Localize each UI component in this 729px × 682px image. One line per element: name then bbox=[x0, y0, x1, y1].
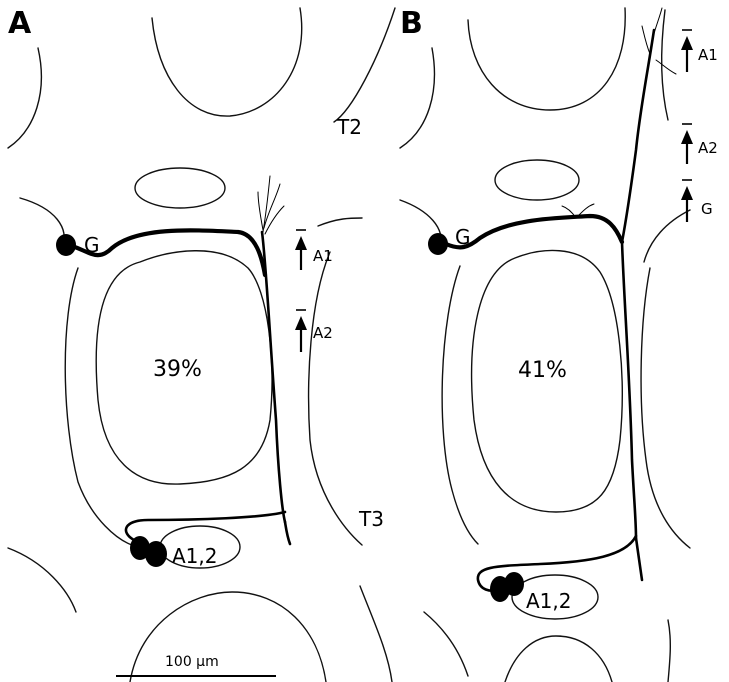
panel-a-branch-3 bbox=[258, 192, 263, 230]
panel-a-segment-t2: T2 bbox=[336, 115, 362, 139]
scale-bar: 100 µm bbox=[116, 654, 276, 676]
panel-b-g-label: G bbox=[455, 225, 471, 249]
panel-b-percent: 41% bbox=[518, 358, 567, 383]
panel-b-outline-top-left bbox=[400, 48, 434, 148]
panel-b-ascending-axon bbox=[622, 30, 654, 242]
panel-a-connective-oval bbox=[135, 168, 225, 208]
panel-a-segment-t3: T3 bbox=[358, 507, 384, 531]
panel-b-marker-g: G bbox=[681, 180, 713, 222]
panel-b-marker-g-label: G bbox=[701, 200, 713, 218]
panel-a-g-axon bbox=[72, 230, 265, 275]
panel-a-marker-a1: A1 bbox=[295, 230, 333, 270]
panel-a-outline-right-middle bbox=[309, 252, 362, 545]
panel-a-central-axon bbox=[262, 232, 285, 522]
panel-b-marker-a1-label: A1 bbox=[698, 46, 718, 64]
panel-a-outline-bottom-center bbox=[130, 592, 326, 682]
panel-b-outline-right-middle bbox=[641, 268, 690, 548]
panel-a-axon-tail bbox=[285, 522, 290, 544]
panel-b-soma-a2 bbox=[504, 572, 524, 596]
panel-b: B G A1,2 41% bbox=[400, 6, 718, 682]
panel-a-a12-label: A1,2 bbox=[172, 544, 218, 568]
scale-bar-label: 100 µm bbox=[165, 654, 219, 670]
panel-b-soma-g bbox=[428, 233, 448, 255]
panel-b-branch-1 bbox=[652, 8, 662, 40]
panel-a-outline-top-right bbox=[334, 8, 395, 122]
panel-a-outline-top-center bbox=[152, 8, 302, 116]
panel-a-branch-1 bbox=[263, 176, 270, 232]
panel-a-soma-g bbox=[56, 234, 76, 256]
panel-b-outline-bottom-right bbox=[668, 620, 670, 682]
panel-b-outline-bottom-center bbox=[505, 636, 612, 682]
panel-b-outline-right-upper bbox=[644, 210, 690, 262]
panel-b-axon-tail bbox=[636, 538, 642, 580]
panel-a: A G A1,2 39% T2 T3 bbox=[8, 6, 395, 682]
panel-b-outline-bottom-left bbox=[424, 612, 468, 676]
panel-b-branch-2 bbox=[642, 26, 650, 54]
panel-b-letter: B bbox=[400, 6, 423, 41]
panel-b-a12-label: A1,2 bbox=[526, 589, 572, 613]
panel-b-central-axon bbox=[622, 242, 636, 538]
panel-b-marker-a2-label: A2 bbox=[698, 139, 718, 157]
panel-a-outline-bottom-left bbox=[8, 548, 76, 612]
panel-a-g-label: G bbox=[84, 233, 100, 257]
panel-a-marker-a2-label: A2 bbox=[313, 324, 333, 342]
panel-a-branch-4 bbox=[265, 206, 284, 234]
panel-a-percent: 39% bbox=[153, 357, 202, 382]
panel-b-marker-a2: A2 bbox=[681, 124, 718, 164]
panel-b-g-axon bbox=[446, 216, 622, 247]
panel-a-soma-a2 bbox=[145, 541, 167, 567]
panel-a-outline-right-upper bbox=[318, 218, 362, 226]
panel-b-connective-oval bbox=[495, 160, 579, 200]
panel-a-outline-bottom-right bbox=[360, 586, 392, 682]
panel-a-letter: A bbox=[8, 6, 32, 41]
panel-b-branch-3 bbox=[656, 60, 676, 74]
panel-b-outline-top-center bbox=[468, 8, 625, 110]
panel-b-marker-a1: A1 bbox=[681, 30, 718, 72]
panel-a-marker-a1-label: A1 bbox=[313, 247, 333, 265]
panel-a-outline-top-left bbox=[8, 48, 41, 148]
